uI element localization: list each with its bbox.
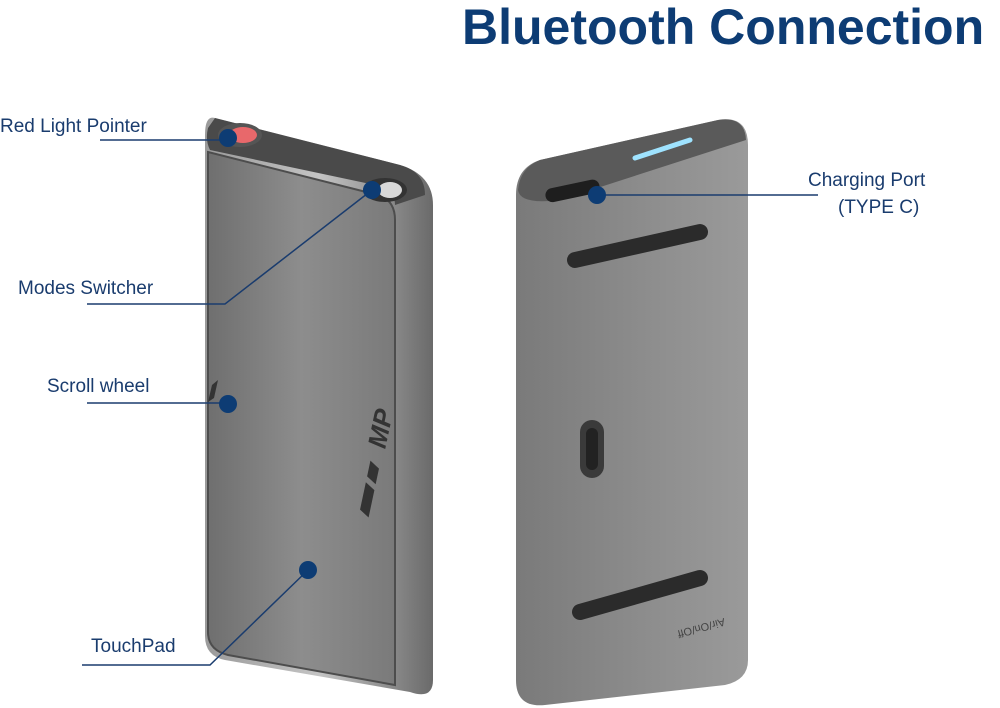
page-title: Bluetooth Connection [462,0,985,55]
label-charging-port: Charging Port [808,170,926,191]
label-touchpad: TouchPad [91,636,176,657]
left-device: MP [205,117,433,695]
label-scroll-wheel: Scroll wheel [47,376,150,397]
right-device: Air/On/Off [516,119,748,706]
mp-logo: MP [360,406,399,518]
callout-lines [82,139,818,666]
label-charging-port-type: (TYPE C) [838,197,920,218]
label-modes-switcher: Modes Switcher [18,278,154,299]
callout-dots [219,129,606,579]
label-red-light-pointer: Red Light Pointer [0,116,147,137]
